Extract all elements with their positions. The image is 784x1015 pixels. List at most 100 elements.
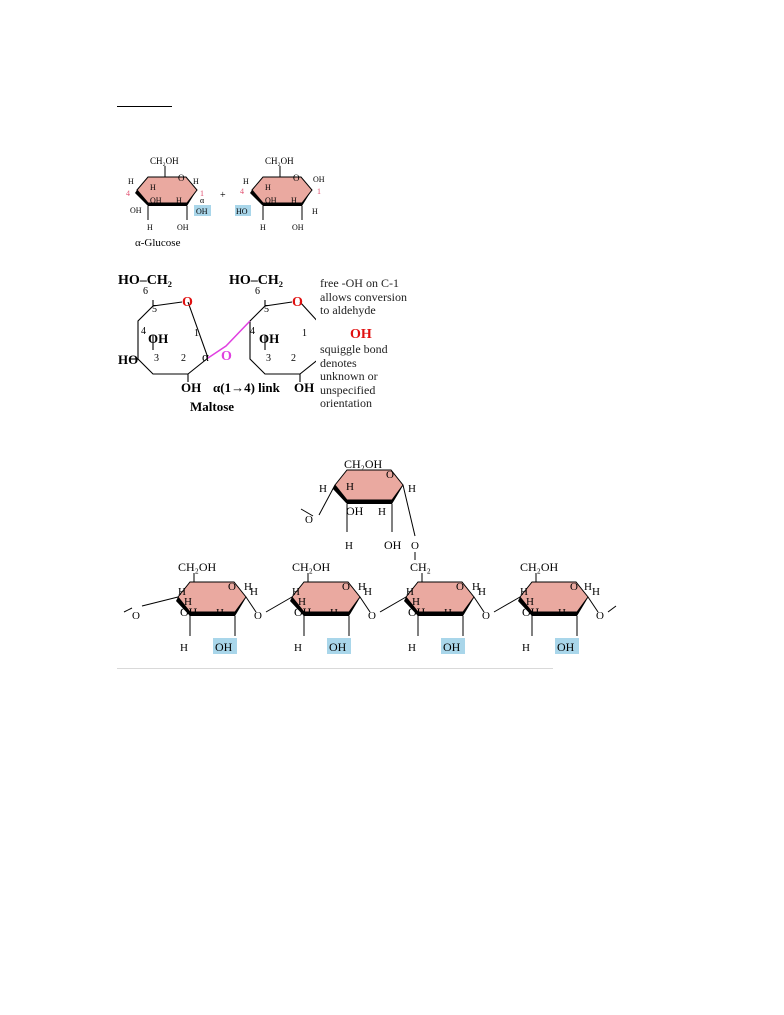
svg-text:OH: OH (313, 175, 325, 184)
glucose-label: α-Glucose (135, 237, 181, 249)
svg-text:6: 6 (143, 286, 148, 297)
svg-text:2: 2 (181, 353, 186, 364)
carbon-4: 4 (126, 189, 130, 198)
svg-text:O: O (570, 581, 578, 593)
svg-text:H: H (584, 581, 592, 593)
svg-text:H: H (298, 596, 306, 608)
svg-text:CH₂OH: CH₂OH (178, 560, 217, 574)
svg-text:H: H (408, 642, 416, 654)
svg-text:CH₂OH: CH₂OH (265, 156, 294, 166)
svg-text:H: H (346, 481, 354, 493)
svg-text:H: H (265, 183, 271, 192)
svg-text:OH: OH (294, 380, 314, 395)
svg-text:H: H (178, 586, 186, 598)
svg-text:O: O (456, 581, 464, 593)
bottom-rule (117, 668, 553, 669)
svg-text:H: H (250, 586, 258, 598)
ring-oxygen-right: O (292, 295, 303, 310)
svg-text:H: H (193, 177, 199, 186)
svg-text:H: H (291, 196, 297, 205)
svg-text:O: O (305, 514, 313, 526)
ho-ch2-left: HO–CH₂ (118, 273, 172, 288)
top-rule (117, 106, 172, 107)
svg-text:OH: OH (130, 206, 142, 215)
ring-oxygen-left: O (182, 295, 193, 310)
bridging-oxygen: O (221, 349, 232, 364)
svg-text:H: H (592, 586, 600, 598)
svg-text:OH: OH (384, 538, 402, 552)
svg-text:OH: OH (350, 327, 372, 342)
svg-text:O: O (482, 610, 490, 622)
maltose-diagram: HO–CH₂ HO–CH₂ 6 5 O 4 OH 1 HO 3 2 α O OH… (118, 273, 316, 414)
svg-text:H: H (150, 183, 156, 192)
svg-text:2: 2 (291, 353, 296, 364)
ring (136, 176, 198, 204)
chain-ring-1: CH₂OH O H H OH H H H OH (175, 560, 258, 654)
maltose-label: Maltose (190, 399, 234, 414)
chain-ring-4: CH₂OH O H H OH H H H OH (517, 560, 600, 654)
svg-text:H: H (378, 506, 386, 518)
svg-text:H: H (184, 596, 192, 608)
svg-text:4: 4 (240, 187, 244, 196)
svg-text:CH₂OH: CH₂OH (520, 560, 559, 574)
ho-ch2-right: HO–CH₂ (229, 273, 283, 288)
svg-text:OH: OH (329, 640, 347, 654)
chain-ring-3: CH₂ O H H OH H H H OH (403, 560, 486, 654)
ring-oxygen: O (178, 173, 185, 183)
svg-text:H: H (312, 207, 318, 216)
svg-text:OH: OH (292, 223, 304, 232)
svg-text:OH: OH (443, 640, 461, 654)
anomeric-oh: OH (196, 207, 208, 216)
glucose-right: CH₂OH O OH H H OH H 4 1 HO H H OH (235, 156, 325, 232)
branch-ring: CH₂OH O H H H OH H H O H OH O (300, 457, 419, 560)
svg-text:OH: OH (215, 640, 233, 654)
svg-text:OH: OH (150, 196, 162, 205)
svg-text:α: α (202, 349, 209, 364)
svg-text:CH₂OH: CH₂OH (344, 457, 383, 471)
chain-links (123, 596, 617, 613)
svg-text:OH: OH (522, 605, 540, 619)
plus-sign: + (220, 190, 226, 201)
svg-text:4: 4 (250, 326, 255, 337)
svg-text:H: H (176, 196, 182, 205)
glucose-left: CH₂OH O H H OH H H 4 1 α OH OH H OH α-Gl… (126, 156, 211, 249)
glycogen-diagram: CH₂OH O H H H OH H H O H OH O CH₂OH O H … (123, 457, 617, 654)
svg-text:H: H (558, 607, 566, 619)
svg-text:OH: OH (557, 640, 575, 654)
svg-text:H: H (520, 586, 528, 598)
svg-text:OH: OH (408, 605, 426, 619)
link-label: α(1→4) link (213, 380, 281, 395)
svg-text:H: H (216, 607, 224, 619)
svg-text:O: O (596, 610, 604, 622)
svg-text:H: H (294, 642, 302, 654)
svg-text:1: 1 (317, 187, 321, 196)
svg-text:1: 1 (194, 328, 199, 339)
svg-text:H: H (260, 223, 266, 232)
svg-text:H: H (526, 596, 534, 608)
svg-text:CH₂: CH₂ (410, 560, 431, 574)
svg-text:OH: OH (148, 331, 168, 346)
svg-text:H: H (522, 642, 530, 654)
ch2oh-label: CH₂OH (150, 156, 179, 166)
svg-text:OH: OH (265, 196, 277, 205)
svg-text:H: H (180, 642, 188, 654)
svg-text:H: H (358, 581, 366, 593)
svg-text:H: H (330, 607, 338, 619)
free-oh-note: free -OH on C-1 allows conversion to ald… (320, 276, 407, 317)
svg-text:OH: OH (346, 504, 364, 518)
squiggle-note: squiggle bond denotes unknown or unspeci… (320, 342, 388, 410)
svg-text:O: O (254, 610, 262, 622)
chain-ring-2: CH₂OH O H H OH H H H OH (289, 560, 372, 654)
svg-text:1: 1 (302, 328, 307, 339)
svg-text:O: O (368, 610, 376, 622)
svg-text:O: O (411, 540, 419, 552)
svg-text:H: H (406, 586, 414, 598)
svg-text:H: H (244, 581, 252, 593)
glycosidic-bond (207, 320, 251, 359)
svg-text:H: H (444, 607, 452, 619)
svg-text:O: O (386, 469, 394, 481)
c4-ho: HO (236, 207, 248, 216)
svg-text:H: H (472, 581, 480, 593)
svg-text:H: H (345, 540, 353, 552)
svg-text:6: 6 (255, 286, 260, 297)
